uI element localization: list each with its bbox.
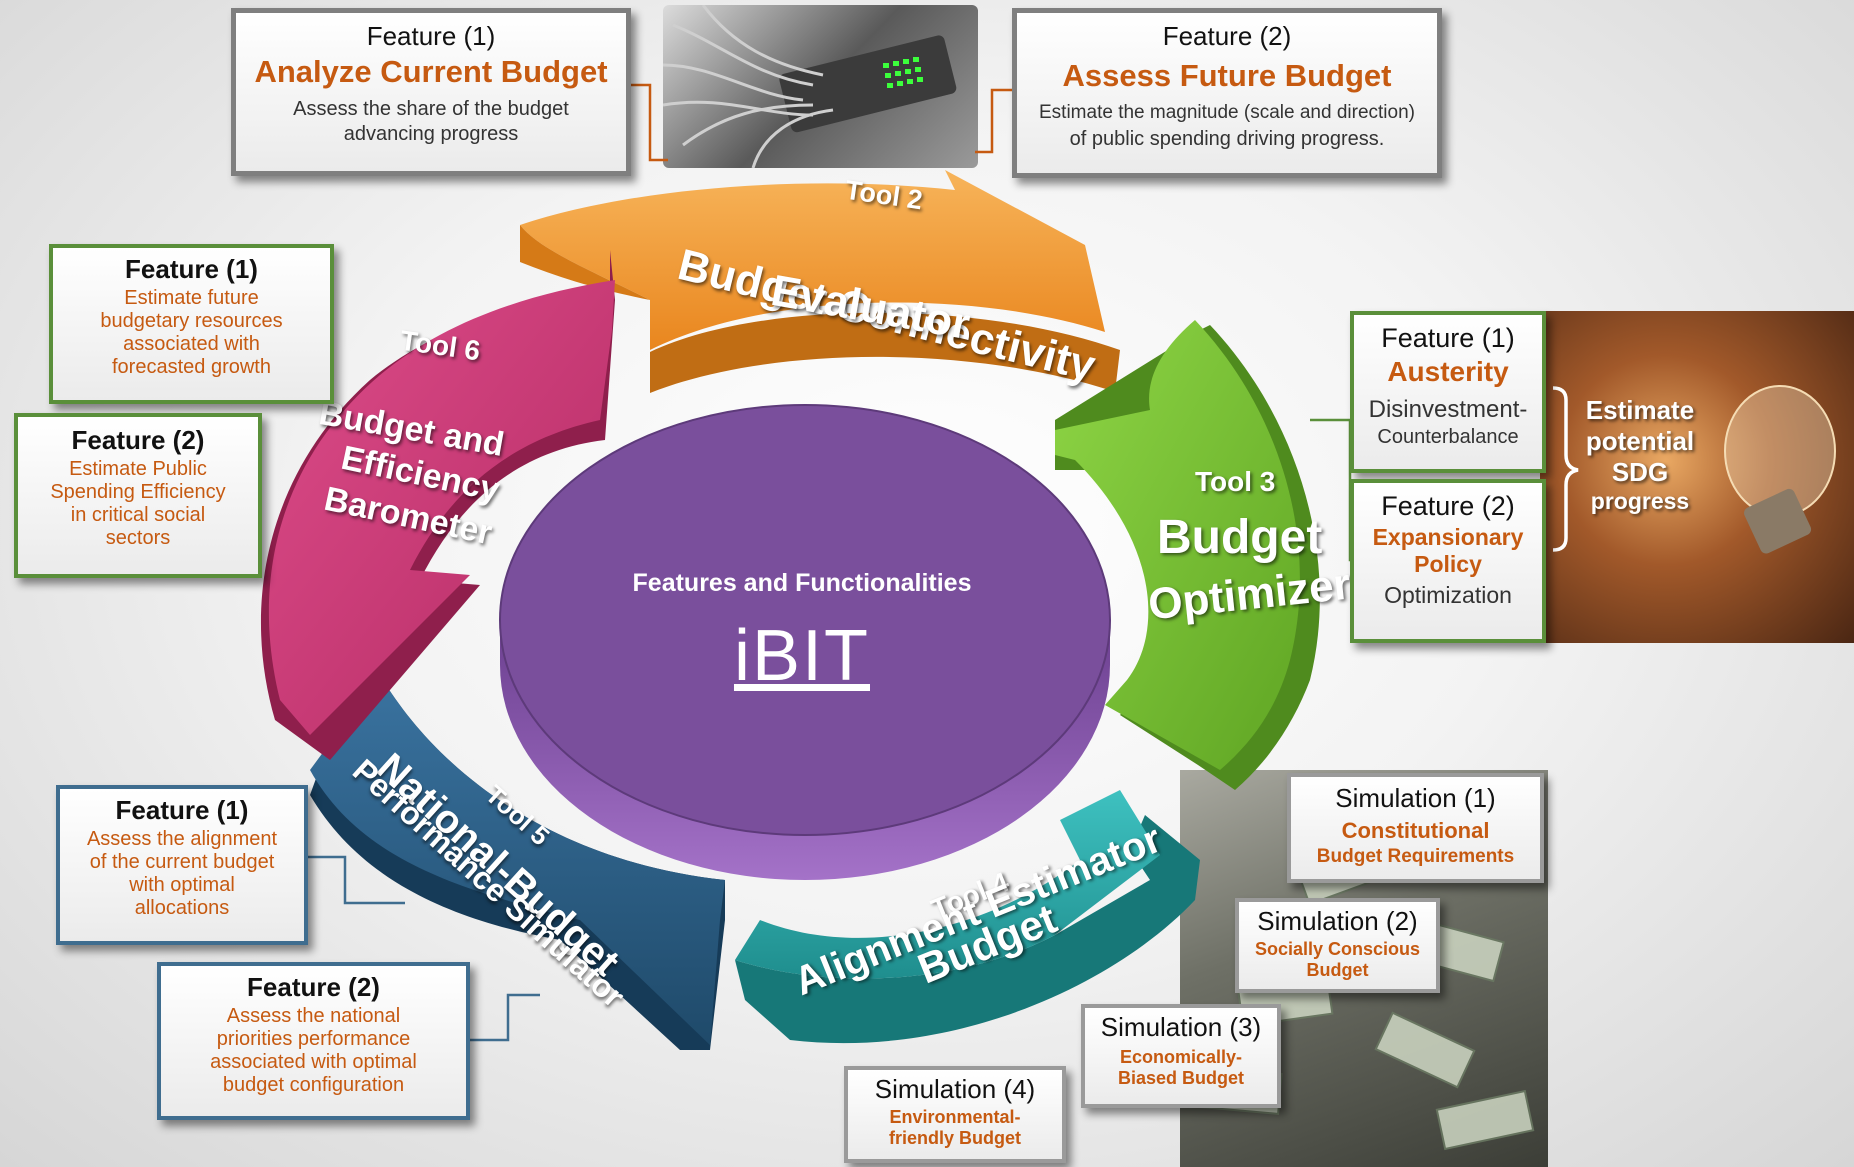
feature-subtitle-line1: Expansionary (1372, 524, 1524, 550)
note-line3: SDG (1611, 457, 1669, 487)
feature-body-line2: of public spending driving progress. (1069, 128, 1385, 150)
simulation-line1: Socially Conscious (1254, 939, 1421, 959)
center-subtitle: Features and Functionalities (632, 569, 972, 597)
tool2-feature2-box: Feature (2) Assess Future Budget Estimat… (1012, 8, 1442, 178)
feature-line4: allocations (134, 897, 230, 919)
connectors-left (308, 855, 540, 1042)
connectors-top (620, 83, 1012, 162)
simulation-heading: Simulation (4) (874, 1074, 1036, 1104)
lightbulb-photo (1540, 311, 1854, 643)
feature-heading: Feature (1) (1381, 323, 1515, 353)
feature-line4: forecasted growth (112, 356, 271, 378)
feature-heading: Feature (2) (71, 425, 205, 455)
tool3-number: Tool 3 (1195, 466, 1276, 497)
tool5-feature2-box: Feature (2) Assess the national prioriti… (157, 962, 470, 1120)
simulation-line2: Biased Budget (1117, 1068, 1245, 1088)
center-title: iBIT (733, 616, 870, 696)
simulation-line1: Constitutional (1341, 818, 1490, 843)
tool3-feature2-box: Feature (2) Expansionary Policy Optimiza… (1350, 479, 1546, 643)
feature-line3: associated with (123, 333, 260, 355)
feature-line3: associated with optimal (210, 1051, 417, 1073)
note-line4: progress (1590, 488, 1690, 514)
tool2-arrow (520, 170, 1120, 393)
feature-body-line1: Estimate the magnitude (scale and direct… (1039, 102, 1415, 123)
feature-heading: Feature (1) (366, 21, 496, 51)
feature-line2: priorities performance (216, 1028, 411, 1050)
feature-line1: Assess the alignment (86, 828, 278, 850)
simulation-line2: friendly Budget (888, 1128, 1021, 1148)
note-line2: potential (1585, 426, 1695, 456)
bracket (1552, 386, 1579, 552)
feature-line1: Disinvestment- (1368, 396, 1528, 423)
feature-line1: Assess the national (226, 1005, 401, 1027)
feature-line3: in critical social (70, 504, 206, 526)
simulation-line1: Economically- (1119, 1047, 1243, 1067)
center-disc (499, 404, 1111, 880)
feature-line1: Estimate Public (69, 458, 207, 480)
tool6-arrow (260, 250, 615, 760)
feature-subtitle: Assess Future Budget (1062, 58, 1392, 93)
feature-subtitle-line2: Policy (1414, 551, 1482, 577)
feature-heading: Feature (2) (1381, 491, 1515, 521)
feature-line2: budgetary resources (100, 310, 283, 332)
tool3-feature1-box: Feature (1) Austerity Disinvestment- Cou… (1350, 311, 1546, 473)
simulation-heading: Simulation (3) (1100, 1012, 1262, 1042)
feature-line1: Estimate future (124, 287, 259, 309)
tool6-feature1-box: Feature (1) Estimate future budgetary re… (49, 244, 334, 404)
feature-line2: of the current budget (89, 851, 275, 873)
tool3-title-line1: Budget (1157, 511, 1323, 564)
feature-line2: Spending Efficiency (50, 481, 226, 503)
tool6-feature2-box: Feature (2) Estimate Public Spending Eff… (14, 413, 262, 578)
simulation1-box: Simulation (1) Constitutional Budget Req… (1287, 773, 1544, 883)
simulation-line2: Budget (1306, 960, 1369, 980)
tool5-feature1-box: Feature (1) Assess the alignment of the … (56, 785, 308, 945)
feature-line1: Optimization (1384, 582, 1512, 608)
feature-line4: sectors (105, 527, 171, 549)
feature-line3: with optimal (129, 874, 235, 896)
feature-body-line1: Assess the share of the budget (293, 98, 569, 120)
feature-subtitle: Analyze Current Budget (254, 54, 608, 89)
tool2-feature1-box: Feature (1) Analyze Current Budget Asses… (231, 8, 631, 176)
simulation-line1: Environmental- (889, 1107, 1021, 1127)
tool4-arrow (735, 790, 1200, 1044)
network-cables-photo (663, 5, 978, 168)
tool3-sdg-note: Estimate potential SDG progress (1580, 395, 1700, 515)
tool5-arrow (310, 675, 725, 1050)
simulation3-box: Simulation (3) Economically- Biased Budg… (1081, 1004, 1281, 1108)
simulation-heading: Simulation (2) (1257, 906, 1418, 936)
simulation4-box: Simulation (4) Environmental- friendly B… (844, 1066, 1066, 1163)
feature-heading: Feature (2) (247, 972, 380, 1002)
simulation-heading: Simulation (1) (1335, 783, 1496, 813)
simulation-line2: Budget Requirements (1316, 846, 1515, 867)
tool3-arrow (1055, 320, 1320, 790)
simulation2-box: Simulation (2) Socially Conscious Budget (1235, 898, 1440, 993)
feature-line4: budget configuration (222, 1074, 405, 1096)
feature-subtitle: Austerity (1387, 356, 1509, 387)
note-line1: Estimate (1585, 395, 1695, 425)
feature-heading: Feature (2) (1162, 21, 1292, 51)
feature-line2: Counterbalance (1377, 426, 1519, 448)
feature-heading: Feature (1) (115, 795, 249, 825)
feature-body-line2: advancing progress (343, 123, 519, 145)
feature-heading: Feature (1) (125, 254, 258, 284)
